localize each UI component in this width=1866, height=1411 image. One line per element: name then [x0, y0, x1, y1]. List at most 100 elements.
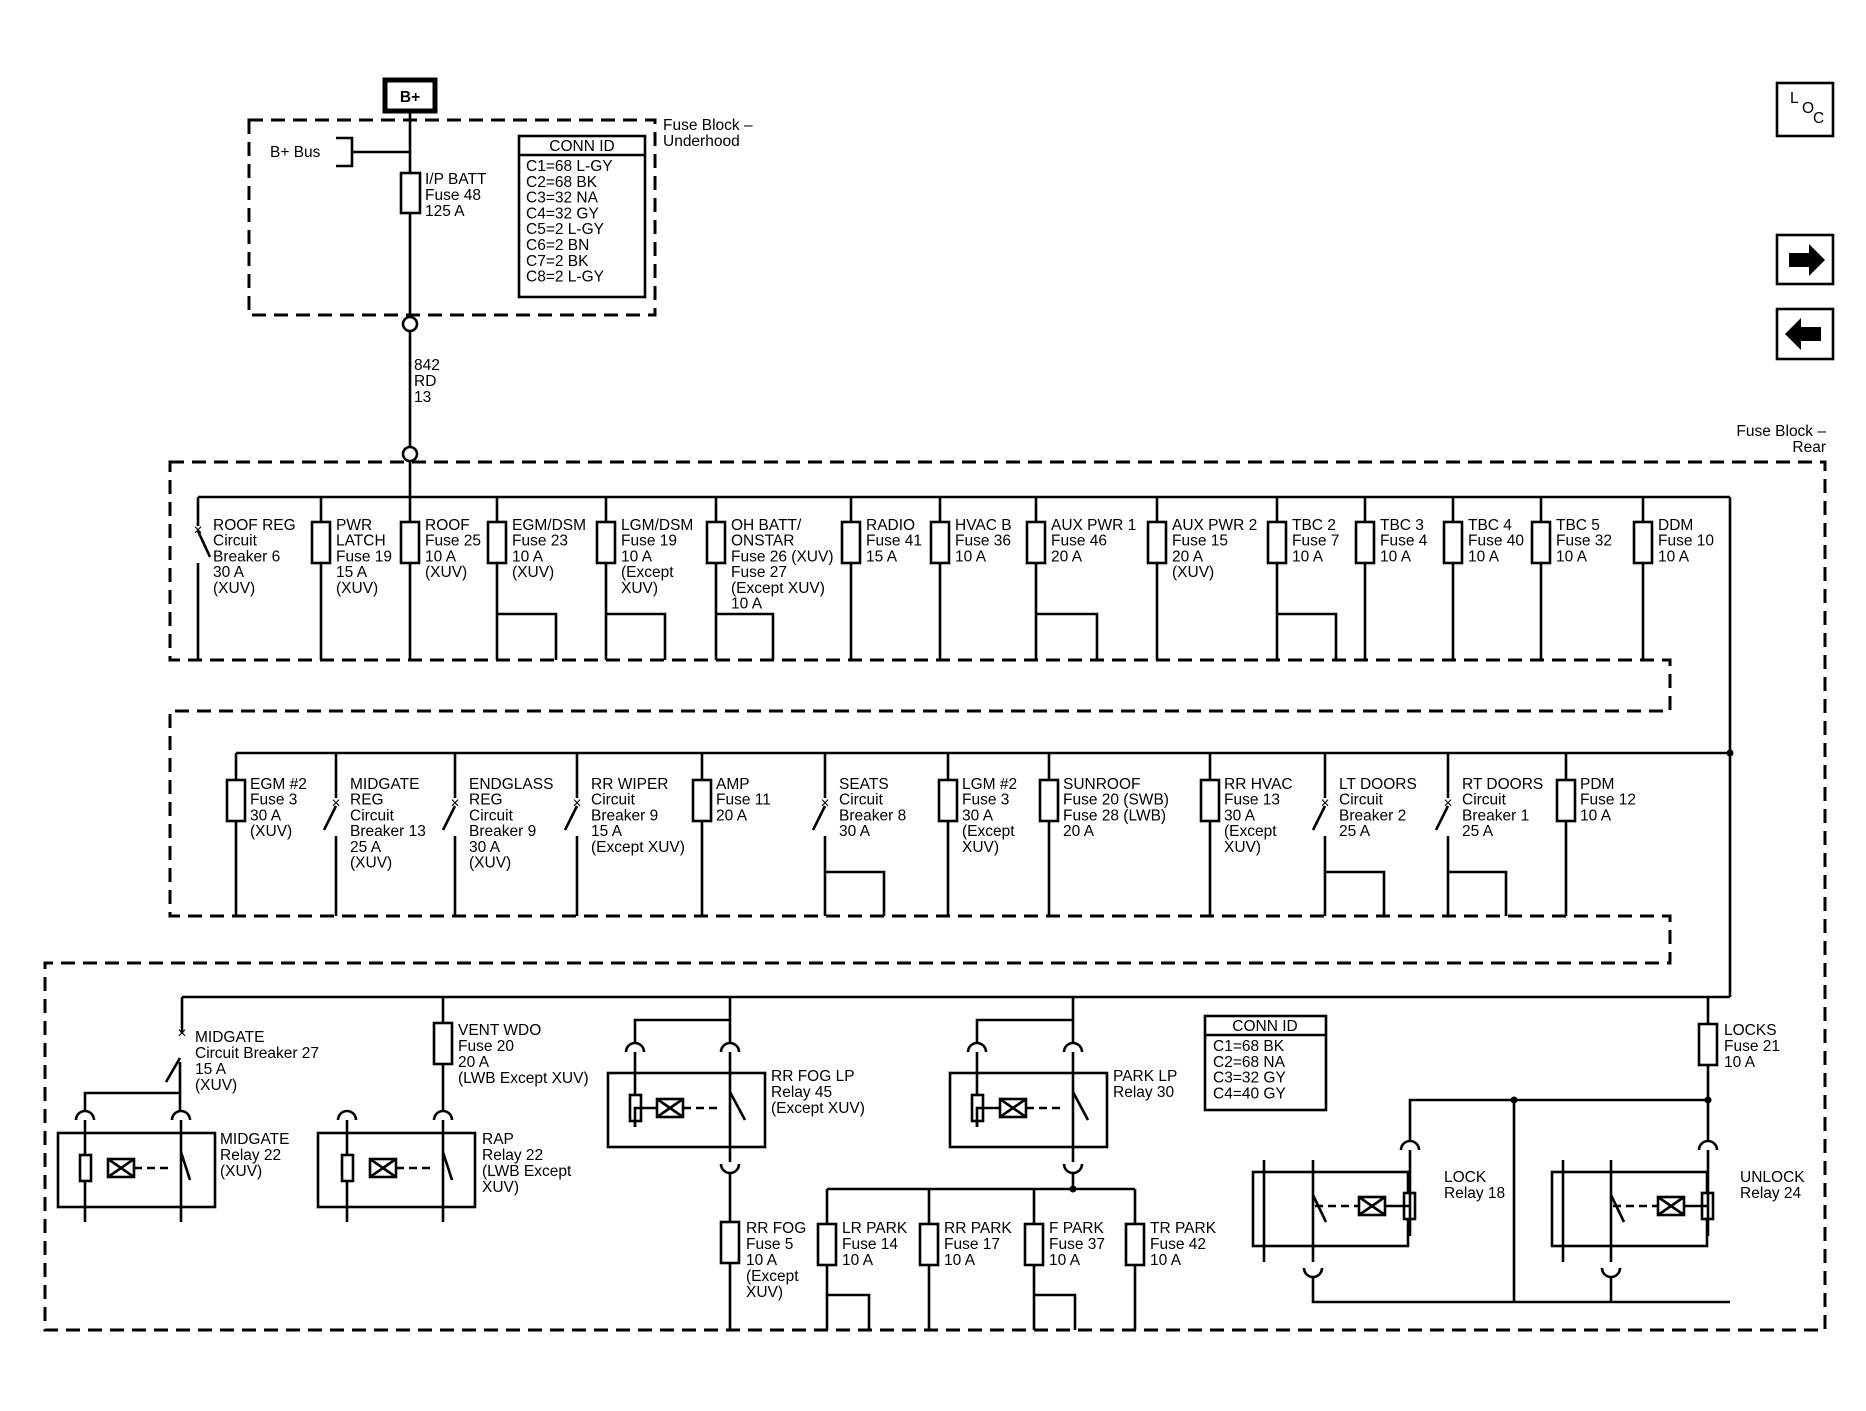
underhood-block-label-1: Fuse Block –: [663, 117, 753, 134]
svg-text:×: ×: [193, 522, 202, 539]
svg-text:×: ×: [572, 795, 581, 812]
midgate-relay: [56, 1109, 217, 1222]
vent-wdo-label: VENT WDO Fuse 20 20 A (LWB Except XUV): [458, 1022, 589, 1087]
unlock-relay: [1550, 1139, 1719, 1302]
ip-batt-fuse: [399, 171, 422, 215]
unlock-relay-label: UNLOCK Relay 24: [1740, 1169, 1809, 1202]
f-park-label: F PARK Fuse 37 10 A: [1049, 1220, 1109, 1269]
conn-id-row: C4=40 GY: [1213, 1085, 1286, 1102]
conn-id-row: C5=2 L-GY: [526, 221, 604, 238]
svg-text:O: O: [1802, 100, 1814, 117]
svg-text:L: L: [1790, 90, 1799, 107]
rear-block-label-2: Rear: [1792, 439, 1826, 456]
svg-text:×: ×: [331, 795, 340, 812]
fuse: [1025, 497, 1099, 660]
fuse: [486, 497, 558, 660]
fuse: [1266, 497, 1338, 660]
midgate-relay-label: MIDGATE Relay 22 (XUV): [220, 1131, 294, 1180]
rear-fuse-block: Fuse Block – Rear: [43, 423, 1827, 1332]
fuse: [705, 497, 775, 660]
midgate-breaker-contact: [164, 1057, 182, 1083]
circuit-breaker: ×: [322, 753, 341, 916]
conn-id-row: C6=2 BN: [526, 237, 589, 254]
fuse: [937, 753, 959, 916]
park-lp-relay: [948, 1041, 1109, 1175]
underhood-block-label-2: Underhood: [663, 133, 740, 150]
connector-terminal: [401, 315, 419, 333]
conn-id-row: C3=32 GY: [1213, 1070, 1286, 1087]
bplus-bus-label: B+ Bus: [270, 144, 321, 161]
midgate-cb-label: MIDGATE Circuit Breaker 27 15 A (XUV): [195, 1029, 323, 1094]
rr-park-label: RR PARK Fuse 17 10 A: [944, 1220, 1016, 1269]
fuse: [1354, 497, 1376, 660]
conn-id-row: C8=2 L-GY: [526, 269, 604, 286]
locks-fuse: [1697, 1022, 1719, 1067]
svg-text:×: ×: [450, 795, 459, 812]
fuse: [399, 497, 421, 660]
fuse: [1199, 753, 1221, 916]
locks-fuse-label: LOCKS Fuse 21 10 A: [1724, 1022, 1784, 1071]
loc-icon[interactable]: L O C: [1775, 81, 1835, 138]
fuse: [310, 497, 332, 660]
rap-relay-label: RAP Relay 22 (LWB Except XUV): [482, 1131, 576, 1196]
conn-id-row: C3=32 NA: [526, 190, 599, 207]
back-arrow-icon[interactable]: [1775, 307, 1835, 361]
circuit-breaker: ×: [563, 753, 582, 916]
svg-text:C: C: [1813, 110, 1824, 127]
vent-wdo-fuse: [432, 1021, 454, 1066]
circuit-breaker: ×: [1311, 753, 1386, 916]
circuit-breaker: ×: [811, 753, 886, 916]
fuse: [1632, 497, 1654, 660]
circuit-breaker: ×: [441, 753, 460, 916]
fuse: [1146, 497, 1168, 660]
park-lp-relay-label: PARK LP Relay 30: [1113, 1068, 1181, 1101]
battery-source-label: B+: [400, 89, 420, 106]
conn-id-title: CONN ID: [1232, 1018, 1297, 1035]
lock-relay: [1251, 1139, 1730, 1304]
conn-id-row: C1=68 L-GY: [526, 158, 613, 175]
conn-id-row: C1=68 BK: [1213, 1038, 1285, 1055]
conn-id-row: C4=32 GY: [526, 205, 599, 222]
conn-id-row: C7=2 BK: [526, 253, 589, 270]
conn-id-row: C2=68 NA: [1213, 1054, 1286, 1071]
svg-text:×: ×: [177, 1025, 186, 1042]
circuit-breaker: ×: [193, 497, 212, 660]
ip-batt-fuse-label: I/P BATT Fuse 48 125 A: [425, 171, 490, 220]
svg-text:×: ×: [1443, 795, 1452, 812]
fuse: [929, 497, 951, 660]
park-fuses: [816, 1189, 1146, 1330]
fuse: [691, 753, 713, 916]
svg-text:×: ×: [1320, 795, 1329, 812]
forward-arrow-icon[interactable]: [1775, 233, 1835, 286]
rr-park-fuse: [918, 1222, 940, 1267]
battery-source: B+: [382, 77, 438, 319]
conn-id-title: CONN ID: [549, 138, 614, 155]
wire-label: 842 RD 13: [414, 357, 444, 406]
fuse: [1530, 497, 1552, 660]
rr-fog-relay-label: RR FOG LP Relay 45 (Except XUV): [771, 1068, 865, 1117]
